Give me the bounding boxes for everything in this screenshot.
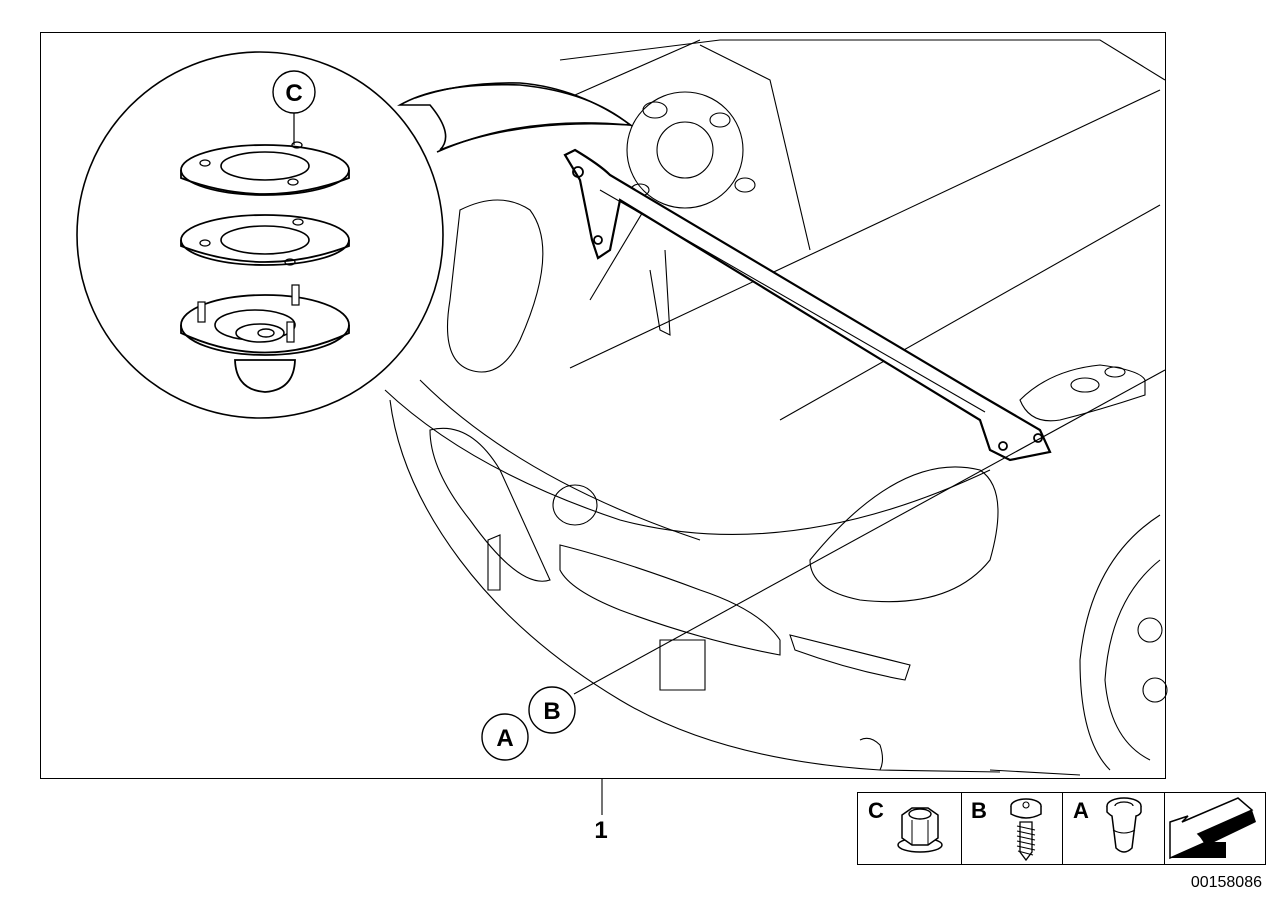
callout-b-label: B (543, 698, 560, 725)
detail-magnifier (76, 51, 633, 419)
legend-letter-c: C (868, 798, 884, 823)
callout-b: B (528, 686, 576, 734)
strut-brace (563, 148, 1052, 462)
fastener-legend: C B A (857, 792, 1266, 865)
callout-a: A (481, 713, 529, 761)
car-front-drawing (384, 39, 1168, 776)
upper-washer (180, 141, 350, 196)
callout-a-label: A (496, 725, 513, 752)
direction-arrow-icon (1169, 797, 1256, 860)
legend-letter-a: A (1073, 798, 1089, 823)
leader-lines (573, 369, 1166, 815)
part-number-label: 1 (594, 817, 607, 844)
screw-icon (1010, 798, 1042, 862)
rivet-nut-icon (1106, 797, 1142, 853)
strut-mount (180, 284, 350, 393)
hex-flange-nut-icon (897, 807, 943, 853)
middle-washer (180, 214, 350, 266)
callout-c-label: C (285, 80, 302, 107)
callout-c: C (272, 70, 316, 114)
image-id-text: 00158086 (1191, 874, 1262, 891)
legend-letter-b: B (971, 798, 987, 823)
